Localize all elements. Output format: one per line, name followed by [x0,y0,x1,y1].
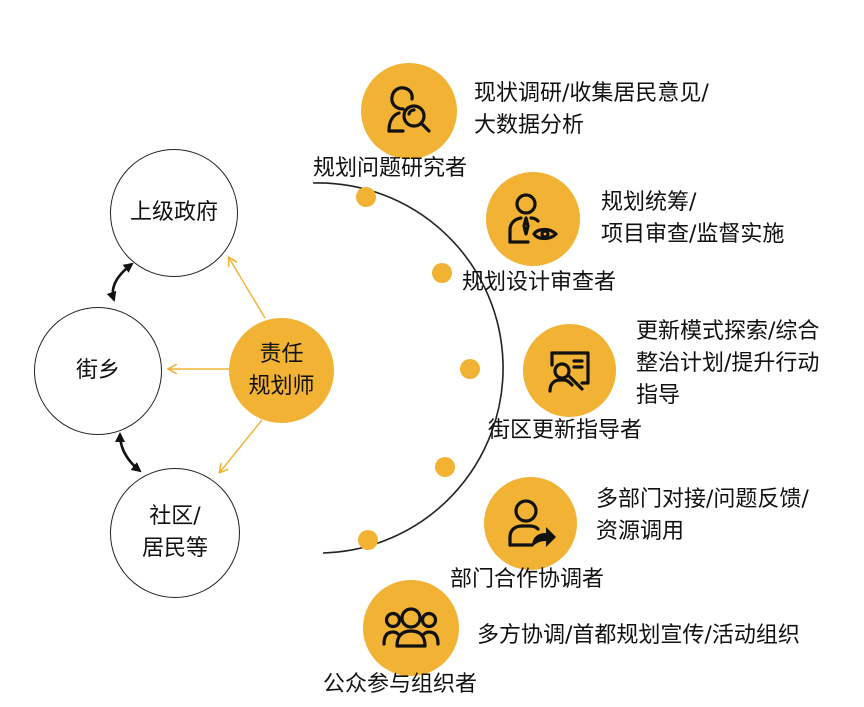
role-icon-circle [361,63,457,159]
role-title: 规划设计审查者 [462,270,617,295]
person-board-icon [547,350,590,393]
arc-dot [432,263,452,283]
role-description-line: 多部门对接/问题反馈/ [596,487,809,512]
role-description-line: 整治计划/提升行动 [636,351,820,376]
double-arrow-gov-street [106,262,134,302]
person-forward-icon [507,498,556,547]
role-description-line: 资源调用 [596,519,685,544]
role-description-line: 指导 [636,383,681,408]
arc-dot [460,359,480,379]
node-street-township: 街乡 [34,307,162,435]
role-description: 规划统筹/ 项目审查/监督实施 [601,187,784,251]
role-icon-circle [363,580,459,676]
role-description: 更新模式探索/综合 整治计划/提升行动 指导 [636,316,819,412]
role-description-line: 项目审查/监督实施 [601,222,785,247]
person-eye-icon [508,193,558,244]
role-icon-circle [523,324,616,417]
magnifier-person-icon [387,86,431,133]
double-arrow-street-community [115,432,142,473]
role-description: 现状调研/收集居民意见/ 大数据分析 [474,78,709,142]
node-upper-government: 上级政府 [110,149,238,277]
node-community-label-line2: 居民等 [141,536,208,561]
role-description-line: 现状调研/收集居民意见/ [474,81,709,106]
role-title: 规划问题研究者 [313,156,468,181]
role-title: 街区更新指导者 [488,418,643,443]
role-description-line: 大数据分析 [474,113,585,138]
arc-dot [435,457,455,477]
arc-dot [356,187,376,207]
role-description-line: 多方协调/首都规划宣传/活动组织 [477,623,800,648]
role-icon-circle [484,477,577,570]
role-arc [312,182,504,554]
arc-dot [358,530,378,550]
node-community-residents: 社区/ 居民等 [110,468,240,598]
role-description: 多部门对接/问题反馈/ 资源调用 [596,484,809,548]
role-icon-circle [486,172,580,266]
arrow-to-community [220,419,263,472]
role-title: 部门合作协调者 [450,567,605,592]
node-street-township-label: 街乡 [75,358,120,383]
role-title: 公众参与组织者 [323,672,478,697]
node-upper-government-label: 上级政府 [129,200,218,225]
arrow-to-upper-gov [229,258,266,319]
role-description-line: 更新模式探索/综合 [636,319,820,344]
center-label-line1: 责任 [259,341,304,367]
role-description: 多方协调/首都规划宣传/活动组织 [477,620,800,652]
group-people-icon [382,607,440,648]
role-description-line: 规划统筹/ [601,190,697,215]
node-responsible-planner: 责任 规划师 [229,318,334,423]
center-label-line2: 规划师 [248,373,315,399]
node-community-label-line1: 社区/ [149,504,201,529]
